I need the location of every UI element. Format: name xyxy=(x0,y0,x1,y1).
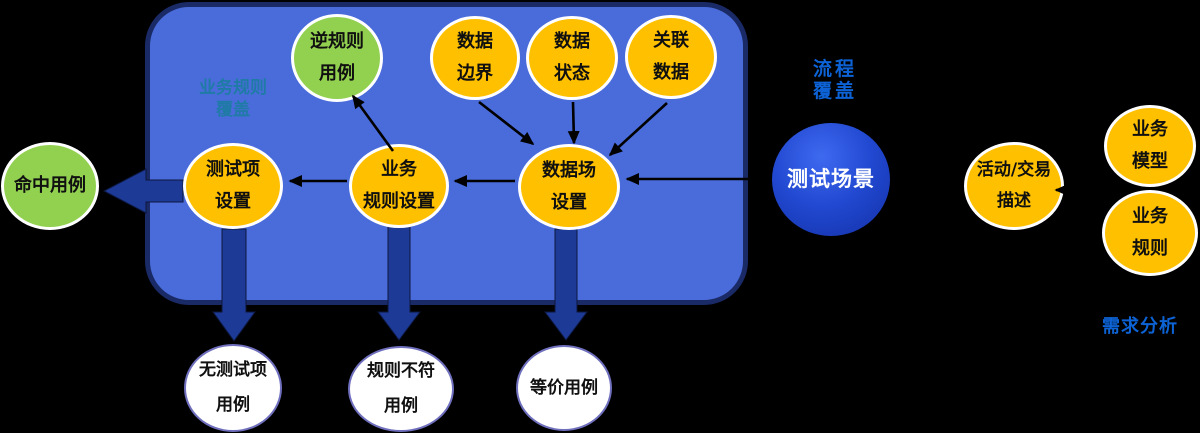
node-label-line: 数据 xyxy=(653,62,689,83)
node-data-boundary: 数据 边界 xyxy=(430,16,520,100)
node-label-line: 数据 xyxy=(457,30,493,52)
node-label-line: 业务 xyxy=(1132,118,1168,140)
node-label-line: 数据场 xyxy=(542,159,596,181)
arrow-activity-desc-to-scenario xyxy=(894,176,963,189)
node-label-line: 状态 xyxy=(554,63,590,84)
node-activity-transaction-desc: 活动/交易 描述 xyxy=(964,142,1064,230)
label-line: 覆盖 xyxy=(812,80,857,102)
label-requirement-analysis: 需求分析 xyxy=(1088,312,1192,338)
node-label-line: 数据 xyxy=(554,30,590,52)
node-label-line: 等价用例 xyxy=(530,377,598,398)
node-business-rule: 业务 规则 xyxy=(1102,190,1198,276)
node-label-line: 无测试项 xyxy=(199,360,267,381)
label-business-rule-coverage: 业务规则 覆盖 xyxy=(178,77,288,121)
node-business-rule-setting: 业务 规则设置 xyxy=(349,144,449,228)
label-process-coverage: 流程 覆盖 xyxy=(793,58,877,102)
node-label-line: 规则不符 xyxy=(367,361,435,382)
node-label-line: 业务 xyxy=(381,158,417,180)
node-label-line: 边界 xyxy=(457,63,493,84)
node-rule-mismatch-case: 规则不符 用例 xyxy=(348,346,454,432)
node-label-line: 测试项 xyxy=(206,158,260,180)
node-label-line: 用例 xyxy=(216,395,250,415)
node-inverse-rule-case: 逆规则 用例 xyxy=(291,14,383,102)
node-label-line: 描述 xyxy=(997,191,1031,211)
node-label-line: 关联 xyxy=(653,29,689,51)
node-label-line: 规则 xyxy=(1132,238,1168,259)
node-label-line: 规则设置 xyxy=(363,191,435,212)
node-equivalent-case: 等价用例 xyxy=(516,345,612,431)
label-line: 需求分析 xyxy=(1102,316,1178,337)
node-business-model: 业务 模型 xyxy=(1104,105,1196,187)
node-label-line: 活动/交易 xyxy=(976,160,1052,181)
node-test-scenario: 测试场景 xyxy=(772,123,890,236)
node-label-line: 设置 xyxy=(551,192,587,213)
node-label-line: 命中用例 xyxy=(14,175,86,197)
node-data-field-setting: 数据场 设置 xyxy=(518,144,620,230)
label-line: 覆盖 xyxy=(216,100,250,120)
node-label-line: 测试场景 xyxy=(787,166,875,191)
node-label-line: 业务 xyxy=(1132,205,1168,227)
node-no-test-item-case: 无测试项 用例 xyxy=(184,344,282,432)
node-hit-case: 命中用例 xyxy=(1,142,99,230)
node-related-data: 关联 数据 xyxy=(625,15,717,99)
node-label-line: 用例 xyxy=(319,63,355,84)
label-line: 业务规则 xyxy=(199,78,267,98)
node-label-line: 逆规则 xyxy=(310,30,364,52)
node-data-status: 数据 状态 xyxy=(526,16,618,100)
node-test-item-setting: 测试项 设置 xyxy=(183,143,283,229)
node-label-line: 设置 xyxy=(215,191,251,212)
node-label-line: 模型 xyxy=(1132,151,1168,172)
label-line: 流程 xyxy=(812,58,857,80)
node-label-line: 用例 xyxy=(384,396,418,416)
